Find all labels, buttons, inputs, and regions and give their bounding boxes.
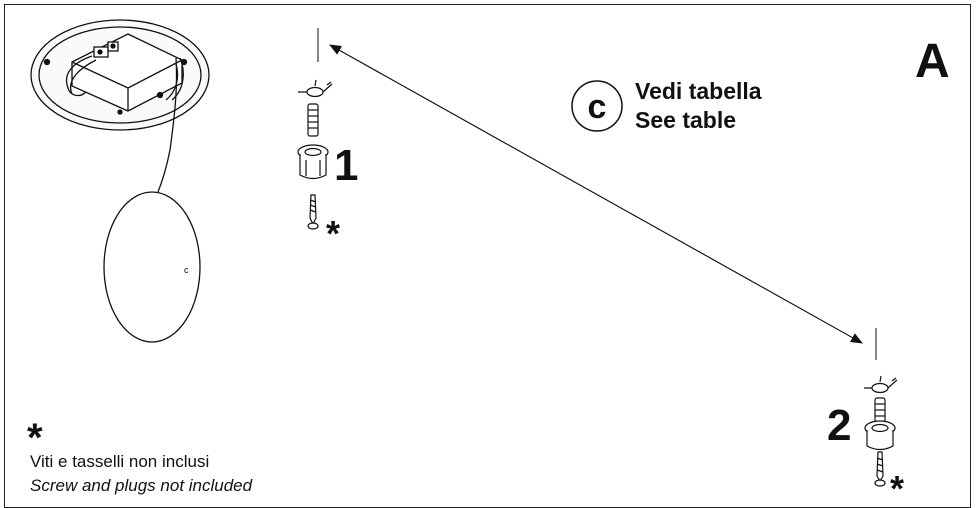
section-letter: A	[915, 35, 950, 88]
lamp-label: c	[184, 265, 189, 275]
fixing-asterisk-1: *	[326, 213, 340, 254]
ceiling-canopy	[30, 19, 210, 131]
footnote-italian: Viti e tasselli non inclusi	[30, 452, 210, 471]
reference-symbol: c	[588, 88, 607, 126]
footnote-asterisk: *	[27, 416, 43, 460]
reference-badge: c	[571, 80, 623, 132]
fixing-number-1: 1	[334, 141, 358, 190]
fixing-set-2	[864, 375, 898, 487]
fixing-asterisk-2: *	[890, 468, 904, 508]
dimension-line	[317, 28, 877, 360]
reference-text-en: See table	[635, 107, 736, 133]
fixing-set-1	[297, 79, 333, 230]
suspension-cable	[157, 57, 178, 193]
reference-text-it: Vedi tabella	[635, 78, 762, 104]
footnote-english: Screw and plugs not included	[30, 476, 253, 495]
lamp-diffuser: c	[103, 191, 201, 343]
fixing-number-2: 2	[827, 401, 851, 450]
